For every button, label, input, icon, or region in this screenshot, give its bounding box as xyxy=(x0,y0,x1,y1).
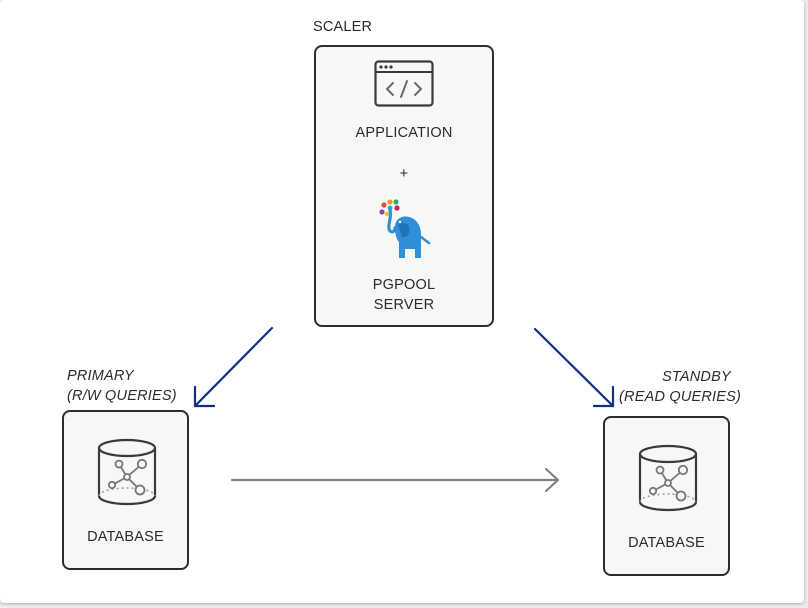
scaler-box: APPLICATION + PGPOOL SERVER xyxy=(314,45,494,327)
application-label: APPLICATION xyxy=(355,125,453,141)
pgpool-label-line2: SERVER xyxy=(373,297,435,313)
scaler-title: SCALER xyxy=(313,19,373,35)
arrow-scaler-to-primary xyxy=(193,326,274,408)
arrow-scaler-to-standby xyxy=(533,327,615,408)
primary-database-box: DATABASE xyxy=(62,410,189,570)
primary-title: PRIMARY xyxy=(67,368,134,384)
database-network-icon xyxy=(638,444,698,512)
pgpool-label-line1: PGPOOL xyxy=(372,277,436,293)
primary-database-label: DATABASE xyxy=(87,529,164,545)
arrow-replication xyxy=(230,467,560,493)
database-network-icon xyxy=(97,438,157,506)
elephant-balloons-icon xyxy=(379,199,431,258)
standby-title: STANDBY xyxy=(662,369,731,385)
plus-sign: + xyxy=(399,166,409,182)
standby-subtitle: (READ QUERIES) xyxy=(619,389,742,405)
standby-database-box: DATABASE xyxy=(603,416,730,576)
code-window-icon xyxy=(374,60,434,107)
standby-database-label: DATABASE xyxy=(628,535,705,551)
primary-subtitle: (R/W QUERIES) xyxy=(67,388,177,404)
